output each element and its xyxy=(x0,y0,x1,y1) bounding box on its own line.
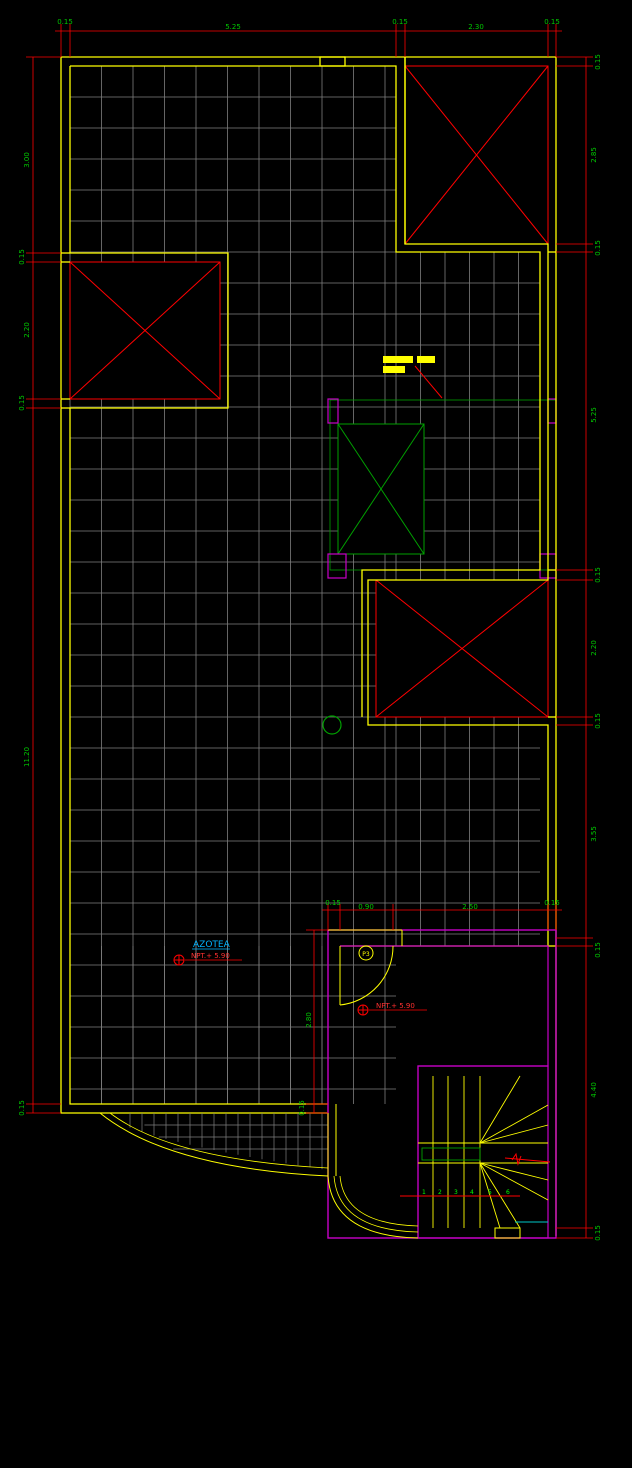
svg-text:0.15: 0.15 xyxy=(544,18,560,26)
svg-text:11.20: 11.20 xyxy=(23,747,31,767)
stair-side-dimension-line xyxy=(306,929,328,1114)
svg-text:2.50: 2.50 xyxy=(462,903,478,911)
stair-side-dimension-labels: 2.80 0.15 xyxy=(298,1012,313,1116)
light-well-right xyxy=(375,579,549,718)
svg-text:5.25: 5.25 xyxy=(590,407,598,423)
right-dimension-line xyxy=(556,56,593,1239)
skylight-void-center xyxy=(327,398,557,579)
svg-text:P3: P3 xyxy=(362,951,370,958)
svg-text:0.15: 0.15 xyxy=(325,899,341,907)
left-dimension-line xyxy=(26,56,61,1114)
svg-text:0.15: 0.15 xyxy=(594,942,602,958)
svg-text:0.15: 0.15 xyxy=(594,240,602,256)
svg-text:0.15: 0.15 xyxy=(18,249,26,265)
stair-step-number: 6 xyxy=(506,1189,510,1196)
svg-text:0.15: 0.15 xyxy=(298,1100,306,1116)
azotea-label: AZOTEA xyxy=(192,940,231,950)
stair-top-dimension-line xyxy=(322,904,562,930)
left-dimension-labels: 3.00 0.15 2.20 0.15 11.20 0.15 xyxy=(18,152,31,1116)
stair-level-marker: NPT.+ 5.90 xyxy=(357,1002,427,1016)
stair-door xyxy=(339,945,394,1006)
stair-step-labels: 1 2 3 4 5 6 xyxy=(422,1189,510,1196)
svg-text:0.15: 0.15 xyxy=(18,395,26,411)
svg-text:2.85: 2.85 xyxy=(590,147,598,163)
top-dimension-labels: 0.15 5.25 0.15 2.30 0.15 xyxy=(57,18,560,31)
top-dimension-line xyxy=(55,24,562,57)
svg-text:0.15: 0.15 xyxy=(594,567,602,583)
azotea-level-marker: NPT.+ 5.90 xyxy=(173,952,242,966)
stair-enclosure xyxy=(327,929,557,1239)
svg-text:0.15: 0.15 xyxy=(392,18,408,26)
svg-text:2.30: 2.30 xyxy=(468,23,484,31)
svg-text:2.20: 2.20 xyxy=(590,640,598,656)
svg-text:0.15: 0.15 xyxy=(594,713,602,729)
stair-step-number: 1 xyxy=(422,1189,426,1196)
curved-balcony xyxy=(99,1104,419,1239)
light-well-top-right xyxy=(404,65,549,245)
roof-drain xyxy=(322,715,342,735)
water-tank-marker xyxy=(383,356,443,399)
right-dimension-labels: 0.15 2.85 0.15 5.25 0.15 2.20 0.15 3.55 … xyxy=(590,54,602,1241)
svg-text:2.80: 2.80 xyxy=(305,1012,313,1028)
stair-treads xyxy=(418,1075,549,1229)
svg-text:NPT.+ 5.90: NPT.+ 5.90 xyxy=(376,1002,415,1010)
stair-door-tag: P3 xyxy=(358,945,374,961)
stair-step-number: 4 xyxy=(470,1189,474,1196)
stair-step-number: 3 xyxy=(454,1189,458,1196)
svg-text:0.90: 0.90 xyxy=(358,903,374,911)
stair-direction-arrow xyxy=(400,1152,551,1197)
svg-text:0.15: 0.15 xyxy=(594,54,602,70)
light-well-left xyxy=(69,261,221,400)
stair-top-dimension-labels: 0.15 0.90 2.50 0.15 xyxy=(325,899,560,911)
svg-text:5.25: 5.25 xyxy=(225,23,241,31)
svg-text:0.15: 0.15 xyxy=(57,18,73,26)
stair-step-number: 5 xyxy=(488,1189,492,1196)
stair-step-number: 2 xyxy=(438,1189,442,1196)
svg-text:NPT.+ 5.90: NPT.+ 5.90 xyxy=(191,952,230,960)
svg-text:0.15: 0.15 xyxy=(18,1100,26,1116)
svg-text:2.20: 2.20 xyxy=(23,322,31,338)
svg-text:3.00: 3.00 xyxy=(23,152,31,168)
svg-text:0.15: 0.15 xyxy=(594,1225,602,1241)
svg-text:4.40: 4.40 xyxy=(590,1082,598,1098)
svg-text:0.15: 0.15 xyxy=(544,899,560,907)
svg-text:3.55: 3.55 xyxy=(590,826,598,842)
svg-text:AZOTEA: AZOTEA xyxy=(193,940,231,950)
